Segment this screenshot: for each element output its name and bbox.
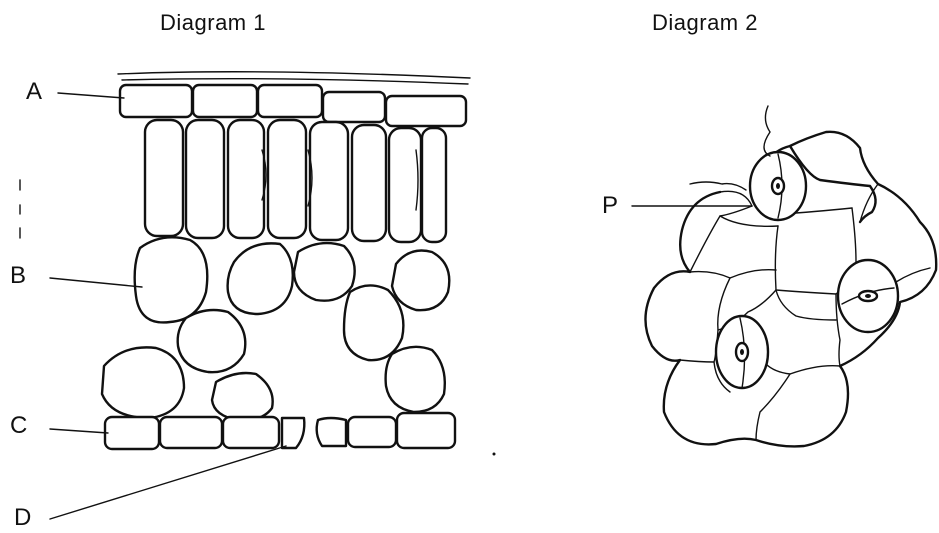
stoma xyxy=(716,316,768,388)
guard-cell xyxy=(282,418,304,448)
leader-line-b xyxy=(50,278,142,287)
palisade-layer xyxy=(145,120,446,242)
leader-line-c xyxy=(50,429,108,433)
spongy-mesophyll xyxy=(102,237,449,420)
stoma xyxy=(750,152,806,220)
guard-cell xyxy=(317,418,346,446)
epidermis-surface-view xyxy=(632,106,936,446)
leader-line-a xyxy=(58,93,124,98)
leader-line-d xyxy=(50,446,286,519)
cuticle-line xyxy=(118,72,470,78)
stoma xyxy=(838,260,898,332)
leaf-cross-section xyxy=(20,72,496,519)
lower-epidermis xyxy=(105,413,455,449)
cuticle-line xyxy=(122,79,468,84)
